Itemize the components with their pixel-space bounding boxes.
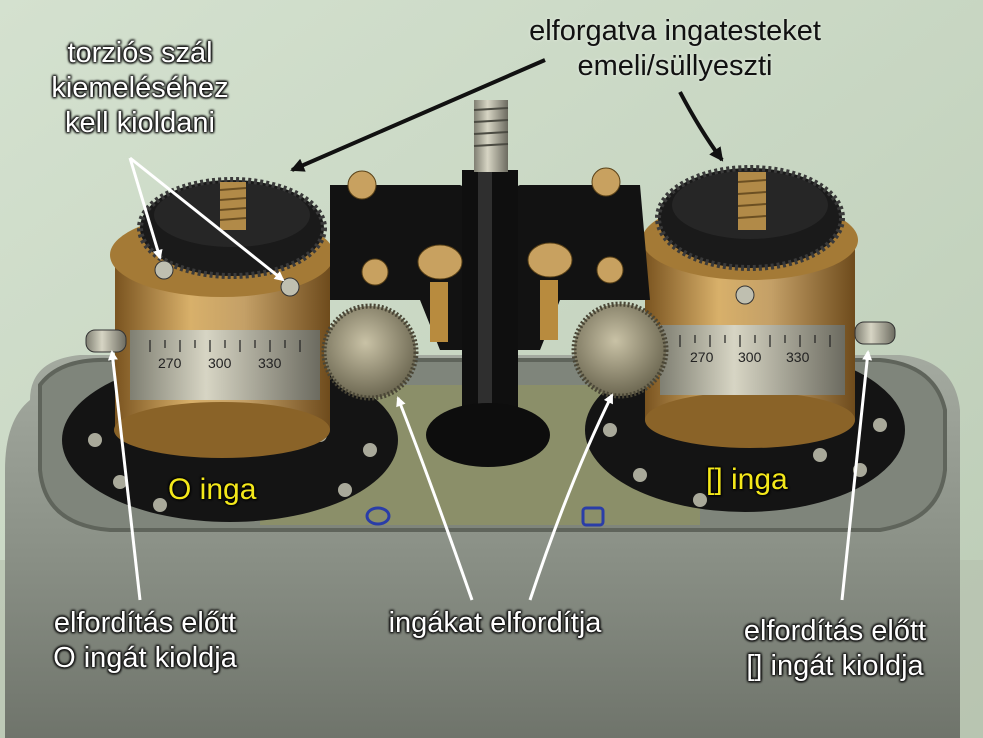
left-dial-tick-330: 330 (258, 355, 282, 371)
left-dial-tick-270: 270 (158, 355, 182, 371)
right-dial-tick-300: 300 (738, 349, 762, 365)
plate-mark-square (581, 506, 605, 527)
right-rotation-knob (571, 301, 669, 399)
arrow-to-left-clamp (107, 350, 142, 601)
arrow-to-left-screw-b (129, 156, 285, 282)
label-raise-lower: elforgatva ingatesteket emeli/süllyeszti (529, 15, 821, 82)
arrow-to-left-cap (290, 58, 546, 172)
arrow-to-left-screw-a (128, 157, 163, 260)
right-dial-tick-330: 330 (786, 349, 810, 365)
plate-mark-circle (365, 506, 391, 526)
left-dial-tick-300: 300 (208, 355, 232, 371)
shaft-threaded-top (474, 100, 508, 172)
left-side-clamp (85, 329, 127, 353)
right-dial-tick-270: 270 (690, 349, 714, 365)
label-o-pendulum: O inga (168, 473, 257, 506)
label-release-o-pendulum: elfordítás előtt O ingát kioldja (53, 607, 237, 674)
left-release-screw-a (154, 260, 174, 280)
arrow-to-right-knob (528, 393, 614, 601)
left-release-screw-b (280, 277, 300, 297)
right-release-screw (735, 285, 755, 305)
label-square-pendulum: [] inga (706, 463, 788, 496)
right-side-clamp (854, 321, 896, 345)
arrow-to-right-cap (678, 91, 724, 162)
label-torsion-release: torziós szál kiemeléséhez kell kioldani (51, 37, 229, 139)
label-release-square-pendulum: elfordítás előtt [] ingát kioldja (743, 615, 927, 682)
label-rotate-pendulums: ingákat elfordítja (388, 607, 602, 639)
shaft-base (426, 403, 550, 467)
arrow-to-right-clamp (840, 350, 873, 601)
arrow-to-left-knob (396, 396, 474, 601)
left-rotation-knob (321, 303, 419, 401)
right-dial-band (660, 325, 845, 395)
